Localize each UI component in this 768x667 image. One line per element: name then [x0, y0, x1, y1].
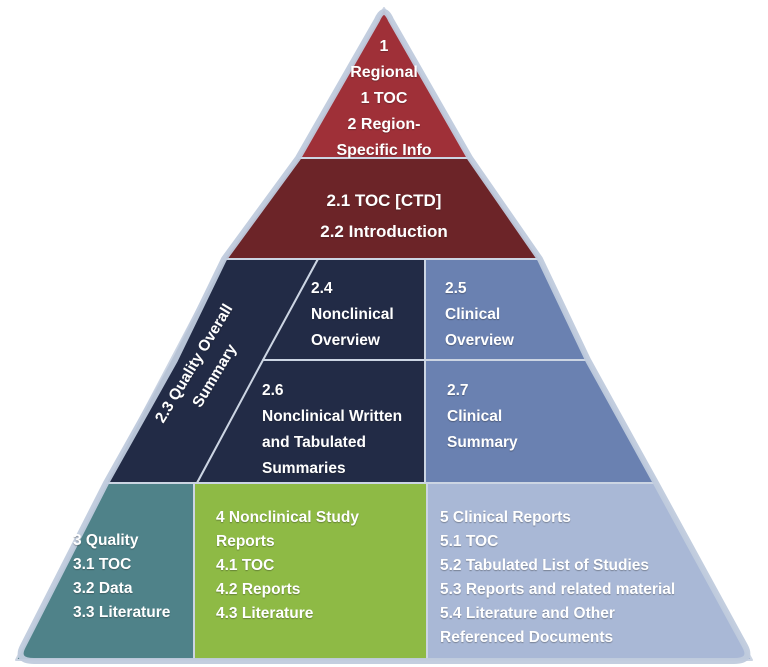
- text-line: Referenced Documents: [440, 629, 614, 646]
- module-5-clinical-label: 5 Clinical Reports 5.1 TOC 5.2 Tabulated L…: [440, 506, 675, 650]
- text-line: Reports: [216, 533, 275, 550]
- text-line: 5.1 TOC: [440, 533, 499, 550]
- text-line: Clinical: [445, 306, 501, 323]
- text-line: Overview: [445, 332, 514, 349]
- text-line: Clinical: [447, 408, 503, 425]
- text-line: 3.3 Literature: [73, 604, 171, 621]
- text-line: 4.1 TOC: [216, 557, 275, 574]
- text-line: 1 TOC: [360, 90, 408, 107]
- text-line: Specific Info: [336, 142, 432, 159]
- text-line: 5.3 Reports and related material: [440, 581, 676, 598]
- text-line: 5.4 Literature and Other: [440, 605, 615, 622]
- text-line: 3 Quality: [73, 532, 139, 549]
- module-3-quality-label: 3 Quality 3.1 TOC 3.2 Data 3.3 Literature: [73, 529, 170, 625]
- pyramid-sections: [15, 7, 753, 661]
- text-line: 2.1 TOC [CTD]: [326, 191, 442, 210]
- text-line: 2.5: [445, 280, 467, 297]
- text-line: Regional: [350, 64, 418, 81]
- text-line: 4.3 Literature: [216, 605, 314, 622]
- text-line: 4 Nonclinical Study: [216, 509, 359, 526]
- text-line: 1: [379, 38, 389, 55]
- text-line: 2.4: [311, 280, 333, 297]
- module-5-clinical-reports-section: [426, 482, 753, 661]
- text-line: 2.6: [262, 382, 284, 399]
- text-line: Summaries: [262, 460, 346, 477]
- text-line: 4.2 Reports: [216, 581, 301, 598]
- text-line: 3.2 Data: [73, 580, 133, 597]
- text-line: Nonclinical Written: [262, 408, 403, 425]
- text-line: 2.7: [447, 382, 469, 399]
- text-line: 3.1 TOC: [73, 556, 132, 573]
- text-line: 2 Region-: [347, 116, 421, 133]
- text-line: Summary: [447, 434, 518, 451]
- text-line: Overview: [311, 332, 380, 349]
- pyramid-outline: [17, 9, 751, 664]
- text-line: 5 Clinical Reports: [440, 509, 571, 526]
- text-line: and Tabulated: [262, 434, 366, 451]
- text-line: 2.2 Introduction: [320, 222, 448, 241]
- module-2-intro-label: 2.1 TOC [CTD] 2.2 Introduction: [254, 185, 514, 247]
- text-line: 5.2 Tabulated List of Studies: [440, 557, 649, 574]
- text-line: Nonclinical: [311, 306, 394, 323]
